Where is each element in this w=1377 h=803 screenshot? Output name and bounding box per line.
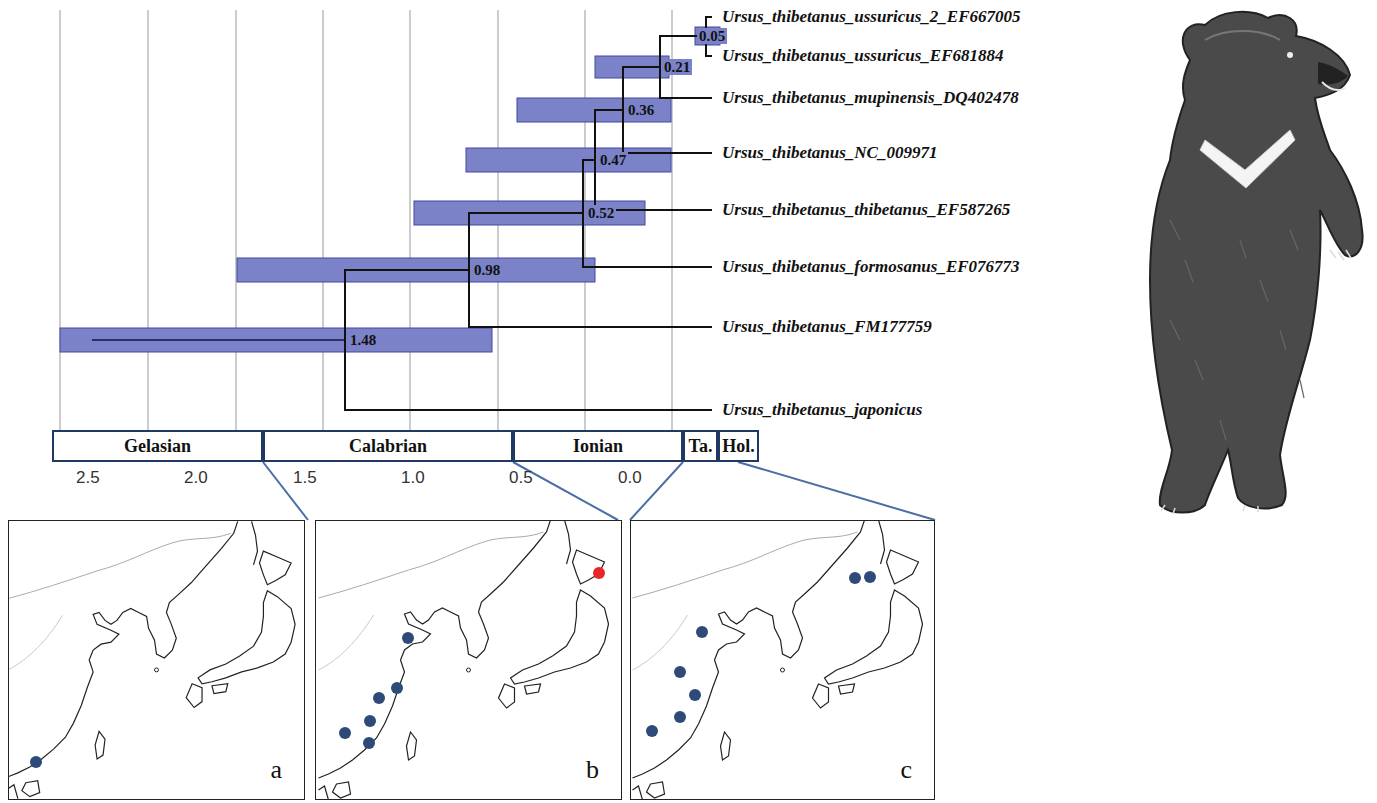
panel-letter: b bbox=[586, 755, 599, 785]
axis-tick: 2.0 bbox=[184, 468, 208, 488]
taxon-label: Ursus_thibetanus_japonicus bbox=[722, 400, 922, 420]
taxon-label: Ursus_thibetanus_thibetanus_EF587265 bbox=[722, 200, 1010, 220]
stage-name: Ta. bbox=[689, 436, 713, 457]
stage-name: Gelasian bbox=[124, 436, 191, 457]
node-age: 0.52 bbox=[586, 205, 616, 221]
stage-name: Calabrian bbox=[349, 436, 427, 457]
stage-name: Hol. bbox=[722, 436, 755, 457]
bear-illustration bbox=[1150, 12, 1363, 514]
node-age: 0.05 bbox=[697, 28, 727, 44]
axis-tick: 2.5 bbox=[76, 468, 100, 488]
node-age: 0.98 bbox=[472, 262, 502, 278]
taxon-label: Ursus_thibetanus_NC_009971 bbox=[722, 143, 937, 163]
axis-tick: 0.0 bbox=[618, 468, 642, 488]
node-age: 0.21 bbox=[662, 59, 692, 75]
time-stage-box: Ionian bbox=[513, 430, 683, 462]
node-age: 0.36 bbox=[626, 102, 656, 118]
time-stage-box: Hol. bbox=[718, 430, 759, 462]
axis-tick: 0.5 bbox=[509, 468, 533, 488]
panel-letter: c bbox=[900, 755, 912, 785]
node-age: 0.47 bbox=[598, 152, 628, 168]
time-stage-box: Ta. bbox=[683, 430, 718, 462]
taxon-label: Ursus_thibetanus_ussuricus_EF681884 bbox=[722, 46, 1004, 66]
time-stage-box: Calabrian bbox=[263, 430, 513, 462]
axis-tick: 1.0 bbox=[401, 468, 425, 488]
taxon-label: Ursus_thibetanus_mupinensis_DQ402478 bbox=[722, 88, 1019, 108]
map-panel: a bbox=[8, 520, 305, 800]
taxon-label: Ursus_thibetanus_formosanus_EF076773 bbox=[722, 257, 1020, 277]
taxon-label: Ursus_thibetanus_ussuricus_2_EF667005 bbox=[722, 7, 1021, 27]
panel-letter: a bbox=[270, 755, 282, 785]
taxon-label: Ursus_thibetanus_FM177759 bbox=[722, 317, 932, 337]
map-panel: c bbox=[630, 520, 935, 800]
node-age: 1.48 bbox=[348, 332, 378, 348]
stage-name: Ionian bbox=[573, 436, 623, 457]
time-stage-box: Gelasian bbox=[52, 430, 263, 462]
axis-tick: 1.5 bbox=[293, 468, 317, 488]
map-panel: b bbox=[315, 520, 622, 800]
